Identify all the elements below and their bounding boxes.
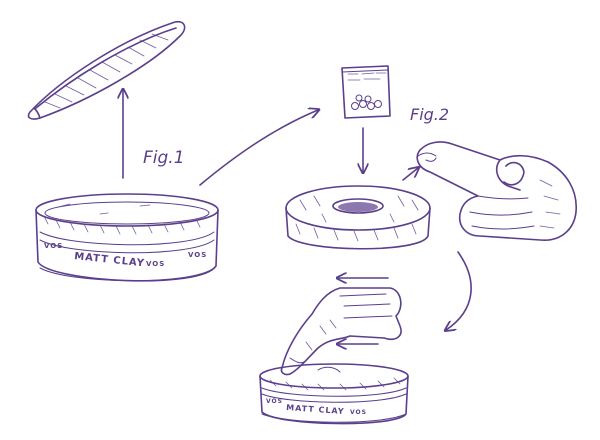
swing-arrow: [446, 251, 472, 330]
fig1-label: Fig.1: [143, 148, 185, 168]
donut-ring: [285, 185, 431, 250]
tin-badge-left: VOS: [44, 242, 63, 250]
tin-bottom-badge-left: VOS: [266, 398, 283, 405]
fig2-label: Fig.2: [410, 105, 449, 124]
tin-badge-right: VOS: [188, 251, 207, 259]
point-arrow-to-fingertip: [402, 168, 418, 181]
small-box-with-items: [341, 65, 391, 119]
pressing-hand: [280, 287, 402, 376]
tin-badge-center: VOS: [146, 260, 165, 268]
tin-brand-text: MATT CLAY: [74, 251, 146, 269]
pointing-hand-fig2: [416, 141, 577, 241]
tin-bottom-brand-text: MATT CLAY: [286, 403, 345, 416]
tin-bottom-badge-right: VOS: [350, 409, 367, 416]
curved-arrow-to-cube: [199, 110, 318, 186]
floating-lid: [27, 20, 186, 120]
matt-clay-tin-bottom: MATT CLAY VOS VOS: [259, 363, 409, 425]
matt-clay-tin-fig1: MATT CLAY VOS VOS VOS: [35, 193, 219, 282]
